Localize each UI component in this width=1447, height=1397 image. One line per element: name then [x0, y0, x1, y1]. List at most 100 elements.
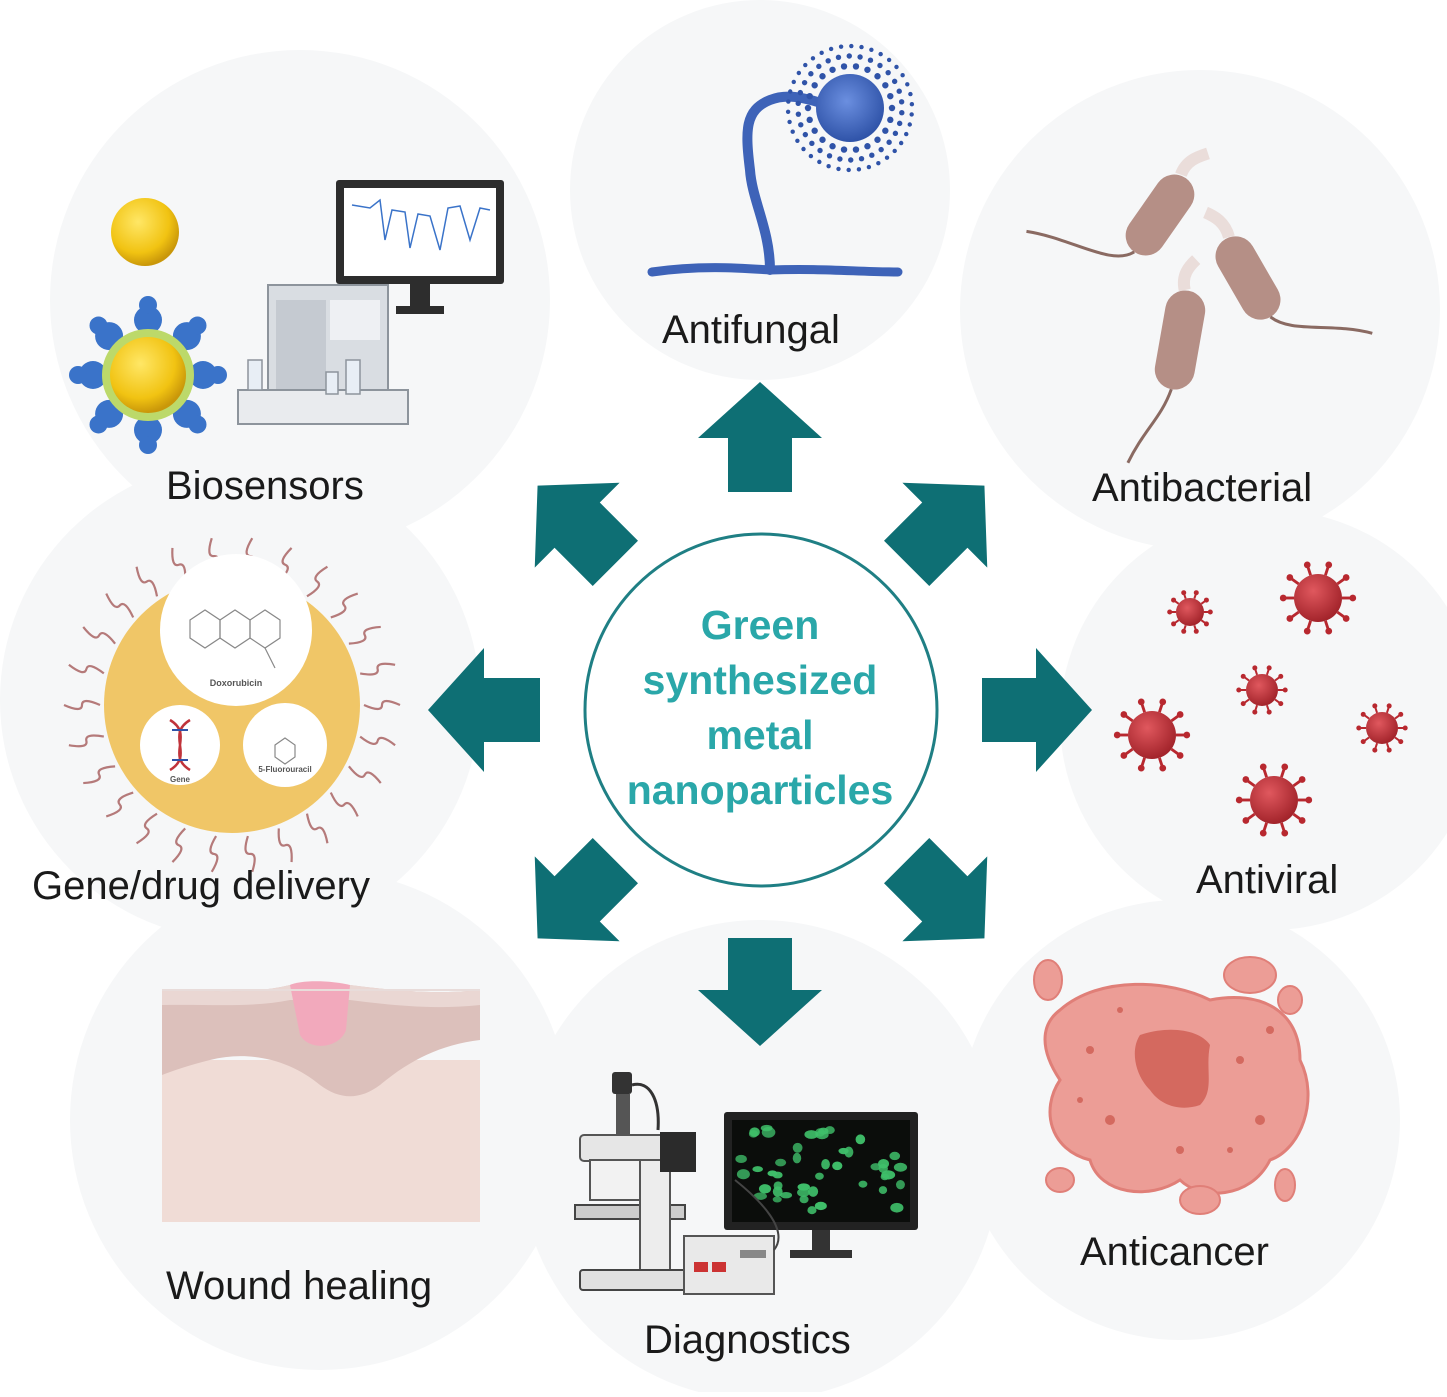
ligand-tail	[83, 765, 116, 785]
cell	[878, 1158, 890, 1169]
cell	[893, 1162, 908, 1172]
virus-particle	[1279, 561, 1357, 635]
spore	[797, 89, 804, 96]
ligand-tail	[329, 792, 359, 817]
label-anticancer: Anticancer	[1080, 1230, 1269, 1274]
receptor-tip	[209, 366, 227, 384]
microscope-icon	[574, 1072, 918, 1295]
virus-particle	[1167, 590, 1213, 634]
spore	[806, 92, 813, 100]
spore	[819, 73, 826, 80]
receptor-tip	[188, 415, 207, 434]
spore	[795, 138, 800, 143]
spore	[801, 146, 806, 152]
cell	[880, 1173, 890, 1181]
receptor	[189, 361, 217, 389]
spore	[874, 136, 881, 143]
cell	[814, 1201, 827, 1211]
spore	[864, 143, 871, 150]
spore	[857, 54, 863, 60]
ligand-tail	[135, 812, 158, 845]
ligand-tail	[171, 827, 186, 863]
spore	[846, 53, 852, 59]
spore	[896, 120, 903, 127]
spore	[886, 139, 892, 145]
spore	[828, 46, 834, 52]
spore	[892, 130, 899, 137]
spore	[817, 147, 823, 154]
spore	[788, 89, 793, 94]
spore	[819, 50, 824, 56]
ligand-tail	[105, 593, 135, 618]
spore	[837, 156, 843, 162]
spore	[894, 64, 899, 70]
cell	[772, 1196, 782, 1203]
ligand-tail	[209, 835, 219, 873]
cell	[890, 1202, 904, 1213]
cell	[792, 1142, 803, 1153]
spore	[840, 146, 848, 153]
spore	[866, 164, 872, 170]
spore	[858, 156, 865, 162]
spore	[898, 140, 904, 146]
spore	[859, 44, 864, 50]
ligand-tail	[63, 699, 101, 711]
arrow-downright	[884, 838, 988, 942]
spore	[786, 99, 791, 104]
receptor-tip	[89, 415, 108, 434]
spore	[898, 99, 905, 105]
virus-particle	[1356, 703, 1408, 753]
cancer-cell-icon	[1033, 956, 1310, 1215]
cell	[752, 1166, 763, 1173]
center-line-1: Green	[700, 602, 820, 648]
virus-particle	[1236, 665, 1288, 715]
cell	[807, 1206, 817, 1215]
virus-particle	[1113, 698, 1191, 772]
cell	[772, 1186, 783, 1197]
spore	[869, 152, 875, 158]
fungus-icon	[647, 43, 915, 277]
spore	[891, 78, 898, 85]
cell	[858, 1180, 868, 1188]
spore	[878, 146, 884, 153]
cell	[799, 1195, 809, 1204]
cell	[753, 1192, 767, 1200]
arrow-up	[698, 382, 822, 492]
cell	[855, 1134, 866, 1145]
receptor	[79, 361, 107, 389]
spore	[819, 136, 826, 143]
spore	[848, 157, 854, 163]
virus-particle	[1235, 763, 1313, 837]
spore	[888, 104, 896, 112]
skin-wound-icon	[162, 981, 480, 1222]
spore	[817, 159, 822, 165]
spore	[808, 71, 814, 77]
spore	[829, 66, 836, 73]
spore	[882, 82, 889, 89]
spore	[852, 146, 860, 153]
biosensor-icon	[69, 180, 504, 454]
spore	[900, 73, 905, 78]
spore	[887, 92, 894, 100]
receptor	[134, 306, 162, 334]
receptor-tip	[188, 316, 207, 335]
ligand-tail	[244, 835, 256, 873]
spore	[886, 57, 892, 63]
spore	[795, 100, 801, 106]
center-line-3: metal	[706, 712, 814, 758]
cell	[760, 1124, 773, 1132]
cell	[797, 1188, 810, 1197]
spore	[852, 63, 860, 70]
spore	[810, 56, 816, 61]
spore	[878, 51, 883, 57]
spore	[838, 44, 844, 49]
center-line-4: nanoparticles	[626, 767, 894, 813]
label-biosensors: Biosensors	[166, 464, 364, 508]
cell	[758, 1184, 772, 1194]
arrow-right	[982, 648, 1092, 772]
arrow-downleft	[534, 838, 638, 942]
spore	[909, 101, 915, 107]
ligand-tail	[105, 791, 134, 818]
